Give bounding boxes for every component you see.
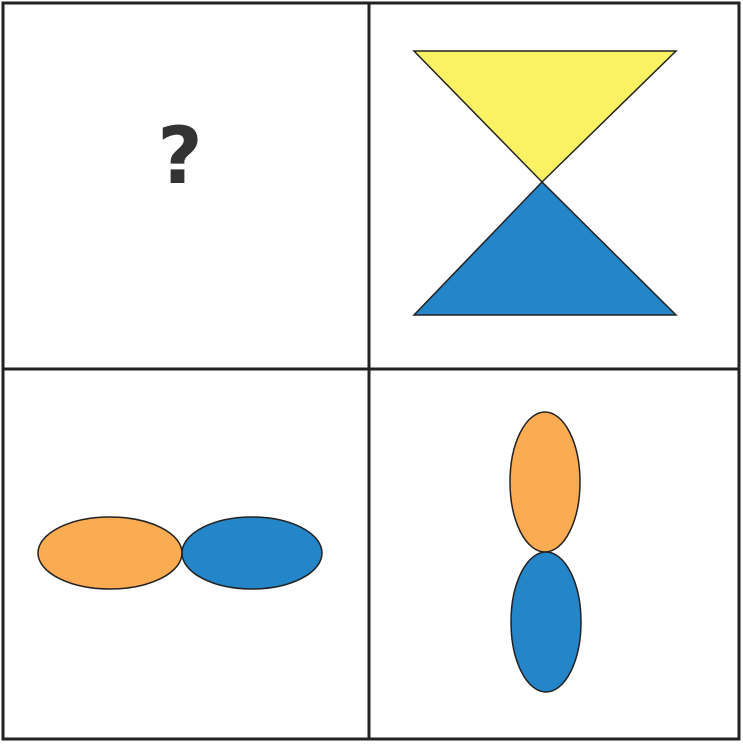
blue-ellipse: [181, 516, 323, 590]
question-mark: ?: [157, 112, 203, 202]
cell-bottom-right: [509, 411, 582, 693]
cell-bottom-left: [37, 516, 323, 590]
yellow-triangle: [412, 50, 678, 184]
blue-triangle: [412, 180, 678, 316]
orange-ellipse: [509, 411, 581, 553]
orange-ellipse: [37, 516, 183, 590]
cell-top-right: [412, 50, 678, 316]
blue-ellipse: [510, 551, 582, 693]
